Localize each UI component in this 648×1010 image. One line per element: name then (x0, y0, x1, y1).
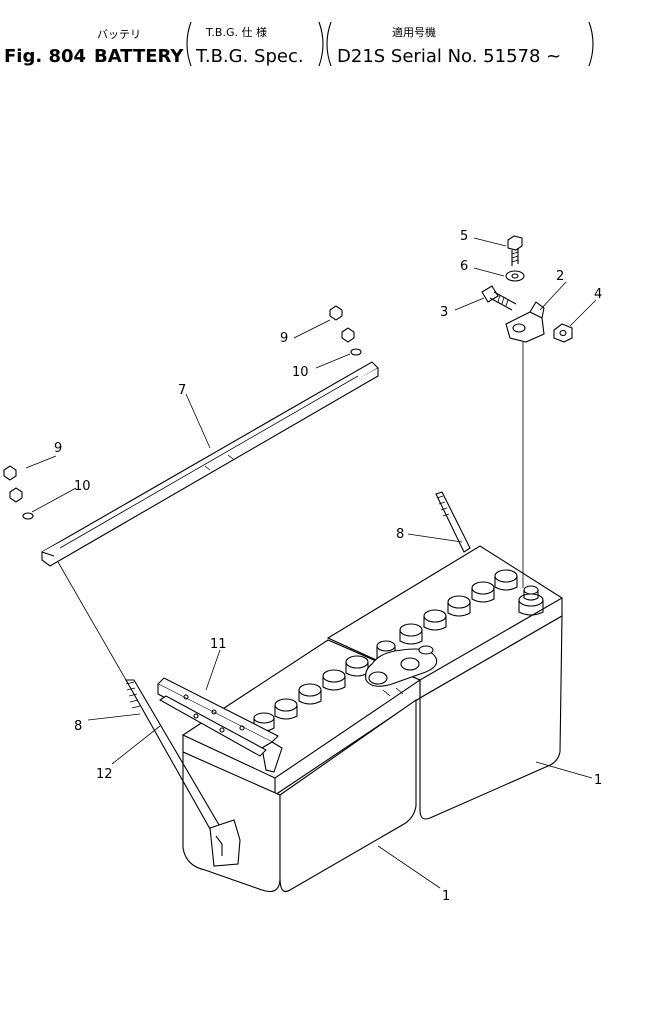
spec-paren-right (318, 21, 324, 67)
part-title: BATTERY (94, 46, 184, 67)
terminal-clamp (505, 301, 545, 343)
serial-paren-left (326, 21, 332, 67)
callout-3: 3 (440, 305, 448, 320)
bolt-5 (507, 235, 523, 266)
callout-2: 2 (556, 269, 564, 284)
assembly-line-left (57, 561, 127, 681)
callout-8-right: 8 (396, 527, 404, 542)
callout-9-right: 9 (280, 331, 288, 346)
callout-9-left: 9 (54, 441, 62, 456)
battery-right-side (419, 615, 563, 820)
serial-jp-label: 適用号機 (392, 25, 436, 39)
callout-11: 11 (210, 637, 227, 652)
nuts-washers-left (3, 465, 34, 520)
serial-paren-right (588, 21, 594, 67)
battery-left-side (279, 698, 417, 893)
terminal-post-right (518, 585, 544, 616)
hold-down-bar (41, 361, 379, 567)
spec-jp-label: T.B.G. 仕 様 (205, 25, 267, 39)
battery-jp-label: バッテリ (97, 28, 141, 41)
leader-lines (25, 237, 597, 889)
washer-6 (505, 270, 525, 282)
callout-12: 12 (96, 767, 113, 782)
center-terminals (365, 640, 438, 697)
callout-1-left-battery: 1 (442, 889, 450, 904)
callout-5: 5 (460, 229, 468, 244)
callout-10-right: 10 (292, 365, 309, 380)
callout-6: 6 (460, 259, 468, 274)
callout-4: 4 (594, 287, 602, 302)
spec-paren-left (186, 21, 192, 67)
serial-label: D21S Serial No. 51578 ~ (337, 46, 561, 67)
diagram-header: バッテリ T.B.G. 仕 様 適用号機 Fig. 804 BATTERY T.… (4, 21, 594, 67)
nuts-washers-right (329, 305, 362, 356)
bracket (157, 677, 283, 773)
rod-right (435, 491, 471, 553)
figure-number: Fig. 804 (4, 46, 86, 67)
callout-numbers: 1 1 2 3 4 5 6 7 8 8 9 9 10 10 11 12 (54, 229, 602, 904)
spec-label: T.B.G. Spec. (195, 46, 304, 67)
callout-7: 7 (178, 383, 186, 398)
callout-10-left: 10 (74, 479, 91, 494)
rod-left (57, 561, 241, 867)
battery-right-caps (399, 569, 518, 645)
bolt-3 (481, 285, 517, 311)
callout-8-left: 8 (74, 719, 82, 734)
callout-1-right-battery: 1 (594, 773, 602, 788)
battery-left-caps (253, 655, 369, 732)
nut-4 (553, 323, 573, 343)
